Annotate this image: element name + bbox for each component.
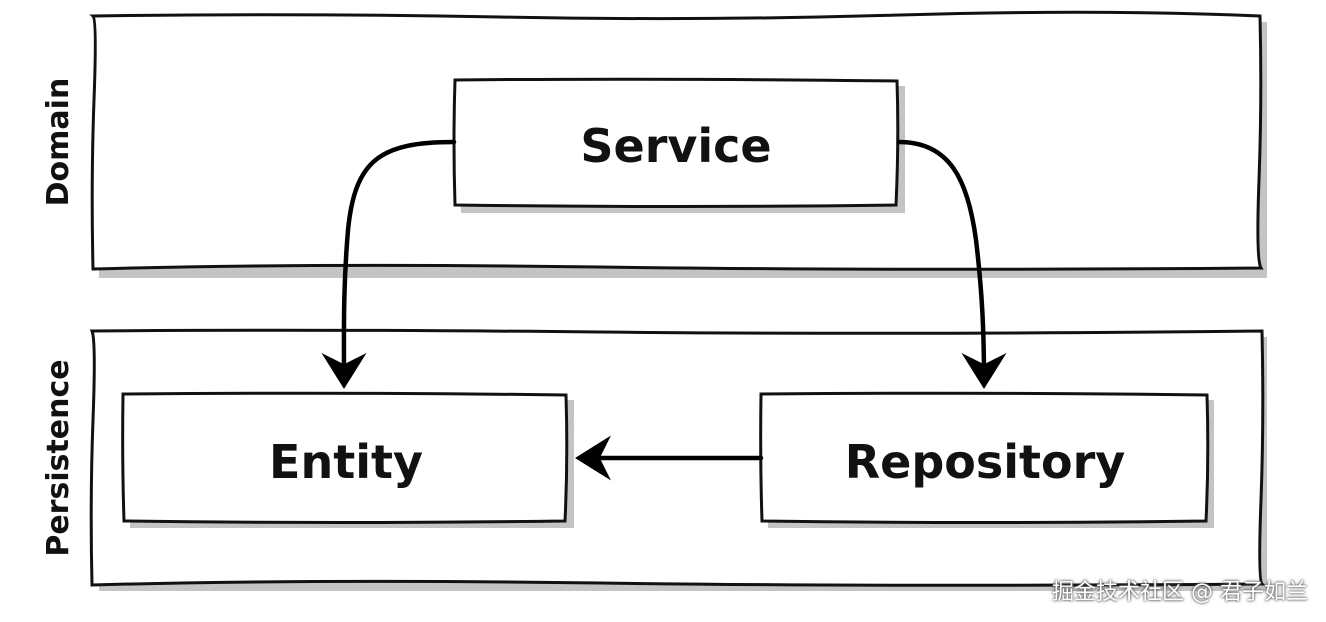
repository-box: Repository	[759, 391, 1214, 528]
entity-label: Entity	[269, 435, 423, 489]
persistence-layer-label: Persistence	[41, 359, 76, 556]
entity-box: Entity	[121, 391, 574, 528]
domain-layer-label: Domain	[41, 78, 76, 207]
repository-label: Repository	[845, 435, 1126, 489]
watermark: 掘金技术社区 @ 君子如兰	[1052, 580, 1308, 605]
arrow-service-to-repository	[896, 139, 1007, 389]
service-box: Service	[452, 77, 905, 213]
arrow-service-to-entity	[321, 139, 457, 389]
service-label: Service	[580, 119, 771, 173]
